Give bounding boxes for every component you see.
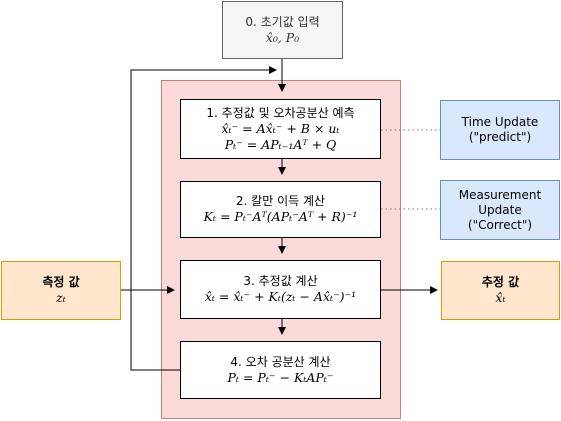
note-time-update-line2: ("predict") [468,130,532,144]
note-measurement-update-line1: Measurement [458,187,542,202]
step1-title: 1. 추정값 및 오차공분산 예측 [206,105,355,120]
estimate-output-symbol: x̂ₜ [495,290,506,305]
estimate-output-box: 추정 값 x̂ₜ [441,261,560,320]
step1-formula-covariance: Pₜ⁻ = APₜ₋₁Aᵀ + Q [224,136,337,152]
step3-box: 3. 추정값 계산 x̂ₜ = x̂ₜ⁻ + Kₜ(zₜ − Ax̂ₜ⁻)⁻¹ [180,260,381,319]
measurement-input-symbol: zₜ [56,290,66,305]
step2-formula: Kₜ = Pₜ⁻Aᵀ(APₜ⁻Aᵀ + R)⁻¹ [203,209,358,224]
estimate-output-title: 추정 값 [481,275,520,289]
step2-title: 2. 칼만 이득 계산 [235,194,326,208]
note-measurement-update-line2: Update [478,202,522,217]
init-formula: x̂₀, P₀ [265,29,300,45]
step4-title: 4. 오차 공분산 계산 [230,354,331,369]
step3-formula: x̂ₜ = x̂ₜ⁻ + Kₜ(zₜ − Ax̂ₜ⁻)⁻¹ [204,289,357,304]
note-time-update: Time Update ("predict") [440,100,560,160]
step1-box: 1. 추정값 및 오차공분산 예측 x̂ₜ⁻ = Ax̂ₜ⁻ + B × uₜ … [180,99,381,159]
note-time-update-line1: Time Update [461,115,539,129]
measurement-input-title: 측정 값 [42,275,80,289]
step1-formula-state: x̂ₜ⁻ = Ax̂ₜ⁻ + B × uₜ [221,120,340,136]
note-measurement-update: Measurement Update ("Correct") [440,180,560,240]
step4-formula: Pₜ = Pₜ⁻ − KₜAPₜ⁻ [227,369,334,385]
measurement-input-box: 측정 값 zₜ [1,261,121,320]
note-measurement-update-line3: ("Correct") [467,217,533,232]
init-title: 0. 초기값 입력 [245,14,320,29]
init-box: 0. 초기값 입력 x̂₀, P₀ [222,1,343,59]
step2-box: 2. 칼만 이득 계산 Kₜ = Pₜ⁻Aᵀ(APₜ⁻Aᵀ + R)⁻¹ [180,181,381,238]
arrow-feedback-loop [130,66,277,371]
step3-title: 3. 추정값 계산 [243,274,318,288]
step4-box: 4. 오차 공분산 계산 Pₜ = Pₜ⁻ − KₜAPₜ⁻ [180,341,381,399]
